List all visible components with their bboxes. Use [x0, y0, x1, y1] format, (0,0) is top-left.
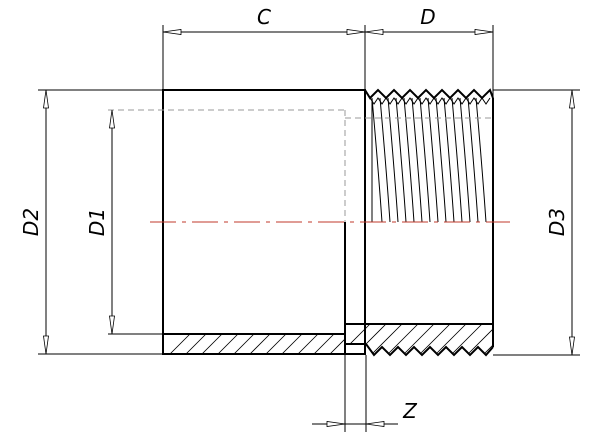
dimension-label-d3: D3: [545, 208, 569, 236]
dimension-z: Z: [312, 399, 418, 427]
dimension-d: D: [364, 5, 494, 35]
dimension-label-z: Z: [402, 399, 418, 423]
dimension-c: C: [162, 5, 366, 35]
thread-top-profile: [364, 88, 494, 105]
dimension-label-d2: D2: [19, 208, 43, 236]
extension-lines: [38, 25, 580, 432]
hidden-bore-lines: [108, 109, 493, 222]
dimension-d3: D3: [545, 89, 575, 356]
dimension-d2: D2: [19, 89, 49, 355]
dimension-label-d: D: [420, 5, 435, 29]
thread-bottom-profile: [365, 343, 494, 357]
dimension-d1: D1: [85, 109, 115, 335]
dimension-label-c: C: [257, 5, 271, 29]
dimension-label-d1: D1: [85, 208, 109, 236]
thread-helix-lines: [371, 97, 487, 223]
